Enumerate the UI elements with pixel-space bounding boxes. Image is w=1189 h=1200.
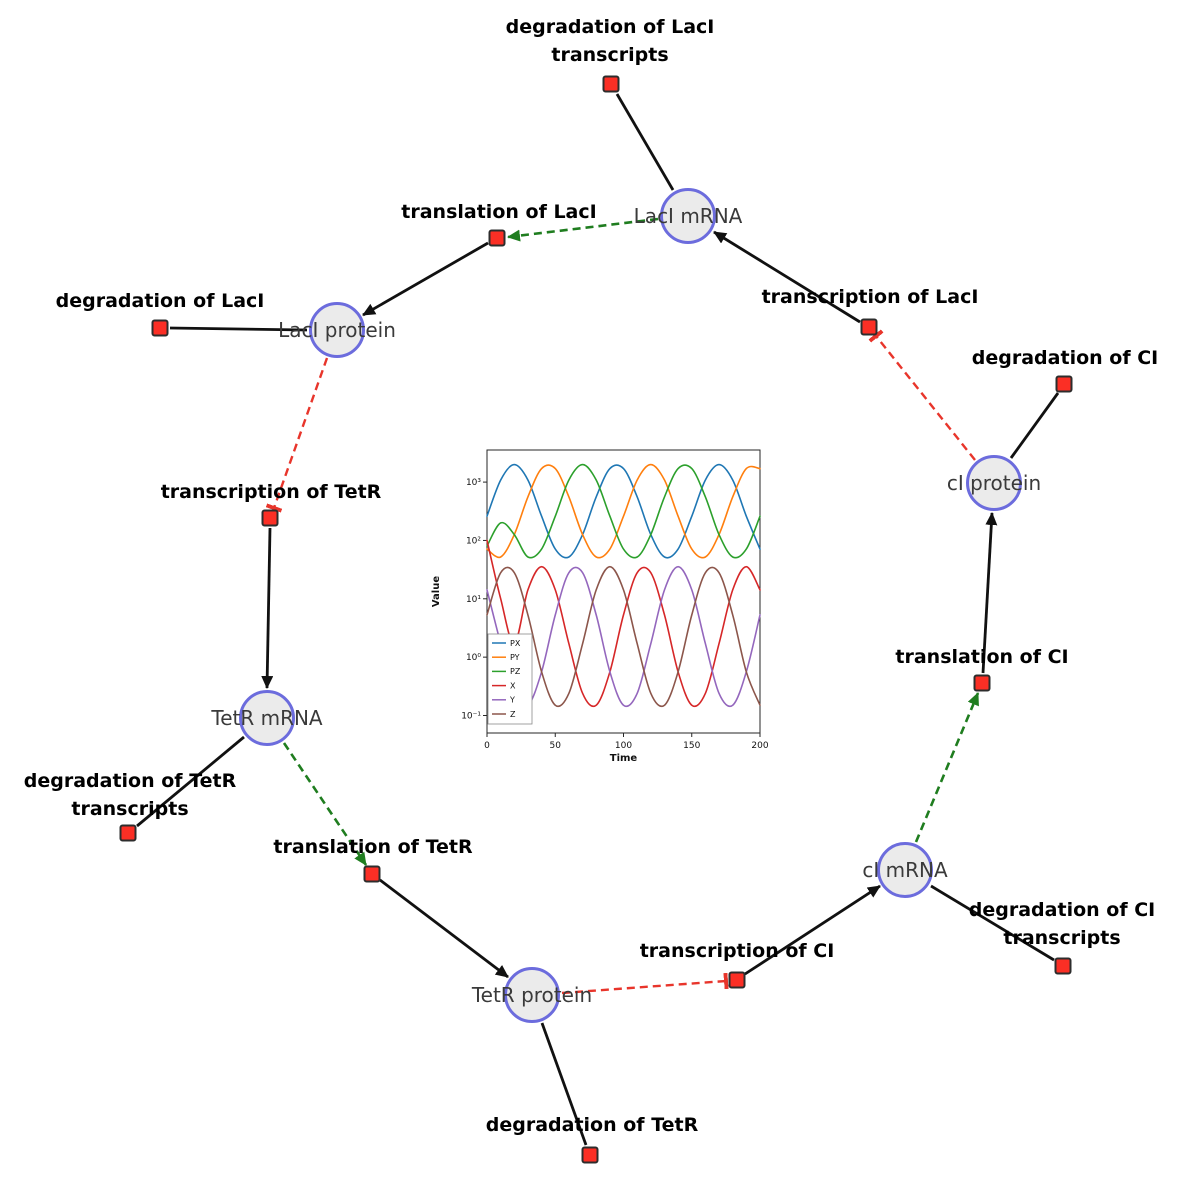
label-line: transcription of LacI [761,286,979,308]
reaction-node-degradation-ci-transcripts[interactable] [1054,957,1072,975]
reaction-node-degradation-tetr-transcripts[interactable] [119,824,137,842]
species-label: cI protein [946,471,1042,495]
reaction-node-transcription-ci[interactable] [728,971,746,989]
reaction-node-translation-tetr[interactable] [363,865,381,883]
svg-text:Y: Y [509,696,515,705]
label-line: degradation of LacI [505,16,715,38]
reaction-label-degradation-laci-transcripts: degradation of LacI transcripts [506,13,715,69]
reaction-node-degradation-tetr[interactable] [581,1146,599,1164]
svg-text:10³: 10³ [466,478,481,488]
species-circle [309,302,365,358]
svg-text:PX: PX [510,639,521,648]
svg-text:100: 100 [615,741,632,751]
edge-tetr-protein-inhibits-transcription-ci [561,972,729,995]
edge-ci-mrna-to-deg-transcripts [930,884,1055,962]
label-line: translation of LacI [401,201,597,223]
label-line: transcripts [551,44,669,66]
edge-laci-mrna-to-deg-transcripts [615,93,675,191]
species-node-ci-mrna[interactable]: cI mRNA [862,842,948,898]
svg-text:0: 0 [484,741,490,751]
edge-ci-protein-to-deg [1009,392,1060,459]
label-line: transcription of TetR [160,481,382,503]
edge-tetr-protein-to-deg [540,1022,588,1146]
edge-transcription-tetr-to-mrna [261,527,274,689]
edge-tetr-mrna-activates-translation [282,742,368,866]
reaction-label-translation-tetr: translation of TetR [273,833,472,861]
edge-tetr-mrna-to-deg-transcripts [136,735,245,828]
svg-text:150: 150 [683,741,700,751]
reaction-node-degradation-laci[interactable] [151,319,169,337]
species-node-tetr-mrna[interactable]: TetR mRNA [211,690,323,746]
reaction-node-transcription-laci[interactable] [860,318,878,336]
species-node-ci-protein[interactable]: cI protein [947,455,1041,511]
svg-text:Z: Z [510,710,516,719]
svg-text:X: X [510,681,516,690]
species-circle [877,842,933,898]
species-circle [504,967,560,1023]
reaction-node-transcription-tetr[interactable] [261,509,279,527]
species-circle [239,690,295,746]
edge-transcription-laci-to-mrna [713,230,861,324]
svg-text:10⁰: 10⁰ [466,653,481,663]
edge-transcription-ci-to-mrna [744,884,881,976]
reaction-node-degradation-ci[interactable] [1055,375,1073,393]
label-line: degradation of LacI [55,290,265,312]
label-line: degradation of TetR [485,1114,699,1136]
edge-translation-ci-to-protein [981,512,998,674]
species-node-laci-mrna[interactable]: LacI mRNA [634,188,742,244]
label-line: transcripts [1003,927,1121,949]
edge-translation-tetr-to-protein [379,878,509,979]
svg-text:10¹: 10¹ [466,595,481,605]
reaction-label-degradation-tetr-transcripts: degradation of TetR transcripts [24,767,236,823]
reaction-label-degradation-ci: degradation of CI [972,344,1158,372]
svg-text:10²: 10² [466,536,481,546]
svg-text:200: 200 [751,741,768,751]
svg-text:PZ: PZ [510,667,521,676]
species-node-laci-protein[interactable]: LacI protein [278,302,396,358]
reaction-label-transcription-ci: transcription of CI [640,937,835,965]
species-label: TetR mRNA [211,706,323,730]
edge-ci-protein-inhibits-transcription-laci [868,329,976,461]
species-label: TetR protein [471,983,593,1007]
label-line: transcription of CI [639,940,835,962]
svg-text:50: 50 [550,741,562,751]
reaction-label-degradation-ci-transcripts: degradation of CI transcripts [969,896,1155,952]
label-line: degradation of CI [968,899,1156,921]
reaction-label-degradation-laci: degradation of LacI [56,287,265,315]
svg-text:PY: PY [510,653,520,662]
reaction-label-transcription-laci: transcription of LacI [762,283,979,311]
edge-laci-protein-inhibits-transcription-tetr [265,357,329,513]
label-line: translation of CI [895,646,1069,668]
svg-text:10⁻¹: 10⁻¹ [461,711,481,721]
edge-translation-laci-to-protein [362,241,489,317]
label-line: degradation of CI [971,347,1159,369]
reaction-node-translation-ci[interactable] [973,674,991,692]
edge-laci-protein-to-deg [169,326,308,332]
species-label: LacI protein [278,318,396,342]
species-circle [966,455,1022,511]
label-line: degradation of TetR [23,770,237,792]
label-line: translation of TetR [273,836,473,858]
reaction-node-translation-laci[interactable] [488,229,506,247]
reaction-label-degradation-tetr: degradation of TetR [486,1111,698,1139]
label-line: transcripts [71,798,189,820]
svg-text:Value: Value [431,576,442,607]
species-circle [660,188,716,244]
species-node-tetr-protein[interactable]: TetR protein [472,967,592,1023]
svg-text:Time: Time [610,753,638,764]
reaction-label-translation-laci: translation of LacI [401,198,596,226]
reaction-label-translation-ci: translation of CI [895,643,1068,671]
species-label: cI mRNA [862,858,948,882]
reaction-node-degradation-laci-transcripts[interactable] [602,75,620,93]
species-label: LacI mRNA [633,204,743,228]
reaction-label-transcription-tetr: transcription of TetR [161,478,382,506]
edge-ci-mrna-activates-translation [914,692,980,843]
